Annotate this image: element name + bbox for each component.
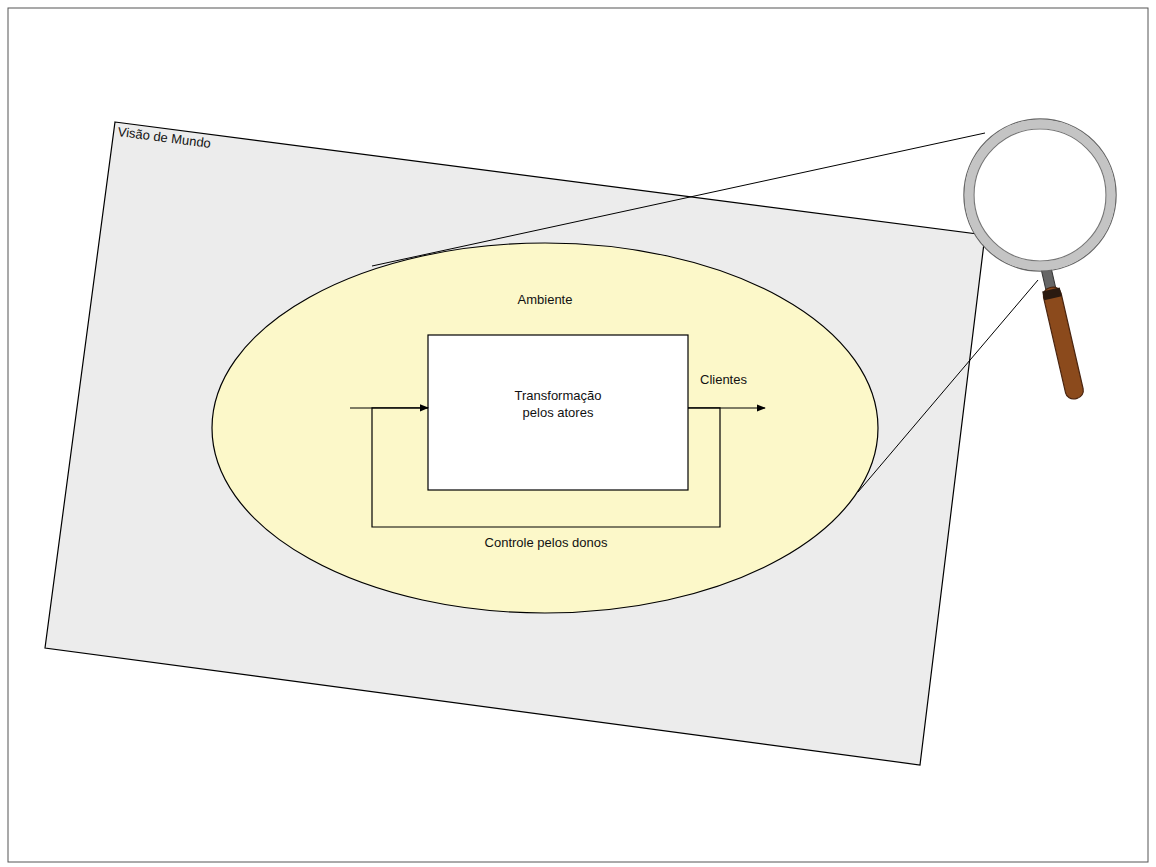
process-box: Transformação pelos atores <box>428 335 688 490</box>
feedback-connector <box>372 408 720 527</box>
plane-polygon <box>45 122 985 765</box>
environment-ellipse: AmbienteTransformação pelos atores <box>212 243 878 613</box>
node-label: Ambiente <box>212 291 878 308</box>
magnifier-lens <box>964 119 1116 271</box>
output-arrow <box>688 407 765 408</box>
leader-line <box>858 280 1038 492</box>
outer-frame <box>8 8 1148 862</box>
node-label: Transformação pelos atores <box>503 387 613 421</box>
ellipse-outline <box>212 243 878 613</box>
box-outline <box>428 335 688 490</box>
leader-line <box>372 133 985 266</box>
magnifier-handle <box>1037 266 1085 401</box>
world-view-plane: Visão de MundoAmbienteTransformação pelo… <box>45 122 985 765</box>
input-line <box>350 407 428 408</box>
